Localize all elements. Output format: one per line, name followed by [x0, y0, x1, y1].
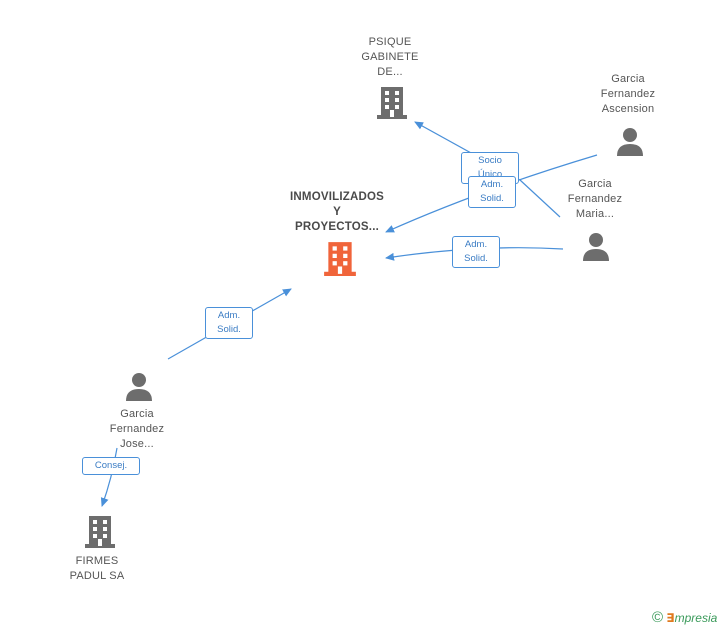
edge-badge-adm-solid-ascension[interactable]: Adm. Solid. [468, 176, 516, 208]
copyright-icon: © [652, 609, 664, 626]
company-label-psique[interactable]: PSIQUE GABINETE DE... [361, 36, 419, 78]
empresia-logo[interactable]: © ∃mpresia [652, 609, 717, 626]
person-label-maria[interactable]: Garcia Fernandez Maria... [567, 178, 623, 220]
person-icon[interactable] [615, 126, 645, 156]
edge-badge-adm-solid-maria[interactable]: Adm. Solid. [452, 236, 500, 268]
edge-maria-psique [519, 179, 561, 218]
edge-badge-adm-solid-jose[interactable]: Adm. Solid. [205, 307, 253, 339]
person-icon[interactable] [581, 231, 611, 261]
building-icon[interactable] [376, 85, 408, 119]
person-icon[interactable] [124, 371, 154, 401]
building-icon[interactable] [323, 240, 357, 276]
person-label-ascension[interactable]: Garcia Fernandez Ascension [600, 73, 656, 115]
edge-jose-firmes [100, 447, 118, 507]
company-label-firmes[interactable]: FIRMES PADUL SA [69, 555, 125, 582]
brand-e: ∃ [666, 611, 675, 625]
company-label-inmovilizados[interactable]: INMOVILIZADOS Y PROYECTOS... [290, 191, 384, 233]
building-icon[interactable] [84, 514, 116, 548]
edge-badge-consej[interactable]: Consej. [82, 457, 140, 475]
brand-name: mpresia [674, 611, 718, 625]
person-label-jose[interactable]: Garcia Fernandez Jose... [109, 408, 165, 450]
